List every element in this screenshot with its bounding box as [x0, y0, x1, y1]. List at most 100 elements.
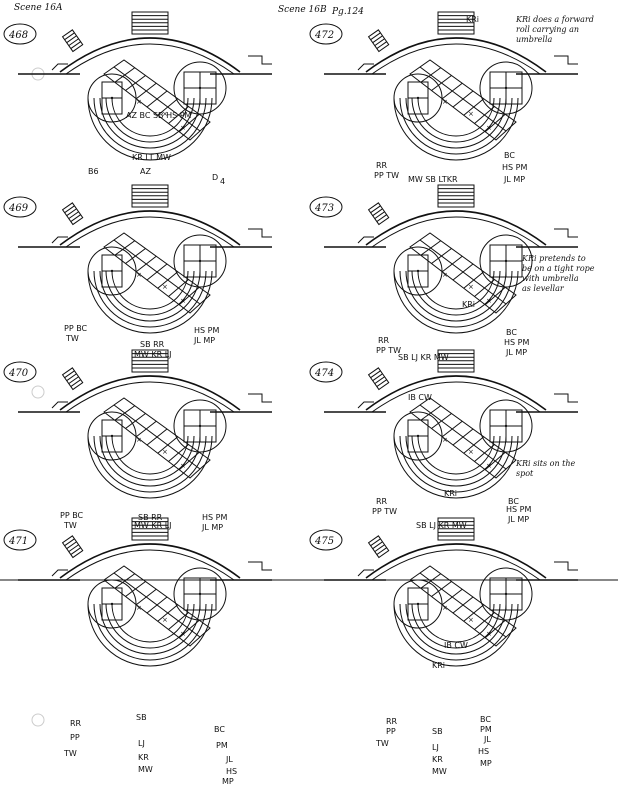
diagonal-ramp: [409, 59, 517, 141]
svg-text:×: ×: [180, 124, 186, 132]
right-stairs: [554, 55, 578, 65]
performer-label-sb: SB LJ KR MW: [398, 353, 449, 362]
performer-label-hspm: HS PM: [194, 326, 219, 335]
right-stairs: [554, 561, 578, 571]
left-stairs: [61, 535, 84, 559]
performer-marks: ×××: [136, 98, 186, 132]
performer-label-jl: JL: [225, 755, 233, 764]
performer-label-ppbc: PP BC: [64, 324, 88, 333]
svg-text:×: ×: [162, 448, 168, 456]
diagonal-ramp: [103, 59, 211, 141]
svg-text:umbrella: umbrella: [516, 35, 553, 44]
svg-text:470: 470: [8, 368, 29, 379]
diagonal-ramp: [409, 232, 517, 314]
left-steps: [51, 236, 68, 244]
svg-text:469: 469: [8, 203, 29, 214]
performer-label-az-top: AZ BC SB HS PM: [126, 111, 192, 120]
performer-label-kr: KR: [138, 753, 149, 762]
scene-number: 469: [3, 196, 37, 218]
performer-label-pptw: PP TW: [374, 171, 399, 180]
svg-text:×: ×: [136, 98, 142, 106]
performer-label-tw: TW: [65, 334, 79, 343]
upstage-stairs: [437, 11, 475, 35]
performer-label-mw: MW: [138, 765, 153, 774]
left-drum: [87, 73, 137, 123]
performer-label-tw: TW: [63, 521, 77, 530]
performer-label-mwkr: MW KR LJ: [134, 350, 172, 359]
performer-label-rr: RR: [376, 161, 388, 170]
performer-label-mw: MW: [432, 767, 447, 776]
performer-label-tw: TW: [375, 739, 389, 748]
performer-label-d4sub: 4: [220, 177, 225, 186]
performer-label-lj: LJ: [138, 739, 145, 748]
upstage-stairs: [437, 517, 475, 541]
performer-label-jlmp: JL MP: [201, 523, 223, 532]
scene-number: 473: [309, 196, 343, 218]
diagonal-ramp: [103, 397, 211, 479]
turntable-rings: [87, 270, 213, 334]
svg-text:×: ×: [486, 297, 492, 305]
back-wall: [59, 37, 241, 73]
performer-marks: ×××: [136, 271, 186, 305]
left-steps: [357, 401, 374, 409]
left-steps: [51, 63, 68, 71]
right-drum: [173, 234, 227, 288]
upstage-stairs: [131, 184, 169, 208]
diagonal-ramp: [409, 397, 517, 479]
svg-text:with umbrella: with umbrella: [522, 274, 579, 283]
left-steps: [51, 569, 68, 577]
performer-label-hs: HS: [226, 767, 237, 776]
upstage-stairs: [131, 11, 169, 35]
upstage-stairs: [131, 517, 169, 541]
turntable-rings: [393, 603, 519, 667]
performer-label-bc: BC: [480, 715, 491, 724]
right-stairs: [554, 393, 578, 403]
diagonal-ramp: [409, 565, 517, 647]
turntable-rings: [393, 97, 519, 161]
back-wall: [59, 375, 241, 411]
performer-label-lj: LJ: [432, 743, 439, 752]
back-wall: [365, 375, 547, 411]
svg-text:×: ×: [180, 630, 186, 638]
performer-label-jlmp: JL MP: [507, 515, 529, 524]
performer-marks: ×××: [442, 98, 492, 132]
turntable-rings: [87, 435, 213, 499]
left-drum: [393, 411, 443, 461]
performer-label-mp: MP: [222, 777, 234, 786]
performer-label-hs: HS: [478, 747, 489, 756]
left-steps: [357, 63, 374, 71]
scene-number: 468: [3, 23, 37, 45]
performer-label-pptw: PP TW: [376, 346, 401, 355]
left-stairs: [367, 29, 390, 53]
performer-label-bc: BC: [506, 328, 517, 337]
back-wall-inner: [65, 381, 235, 413]
performer-label-rr: RR: [386, 717, 398, 726]
performer-marks: ×××: [136, 436, 186, 470]
right-drum: [173, 61, 227, 115]
performer-label-hspm: HS PM: [202, 513, 227, 522]
right-stairs: [248, 393, 272, 403]
svg-text:KRi does a forward: KRi does a forward: [515, 15, 594, 24]
performer-label-d4: D: [212, 173, 218, 182]
performer-label-pp: PP: [386, 727, 396, 736]
turntable-rings: [87, 603, 213, 667]
performer-marks: ×××: [442, 604, 492, 638]
svg-text:471: 471: [8, 536, 28, 547]
performer-label-pp: PP: [70, 733, 80, 742]
performer-label-bc: BC: [504, 151, 515, 160]
svg-text:474: 474: [314, 368, 334, 379]
svg-text:×: ×: [136, 604, 142, 612]
right-stairs: [554, 228, 578, 238]
upstage-stairs: [437, 349, 475, 373]
back-wall-inner: [65, 549, 235, 581]
